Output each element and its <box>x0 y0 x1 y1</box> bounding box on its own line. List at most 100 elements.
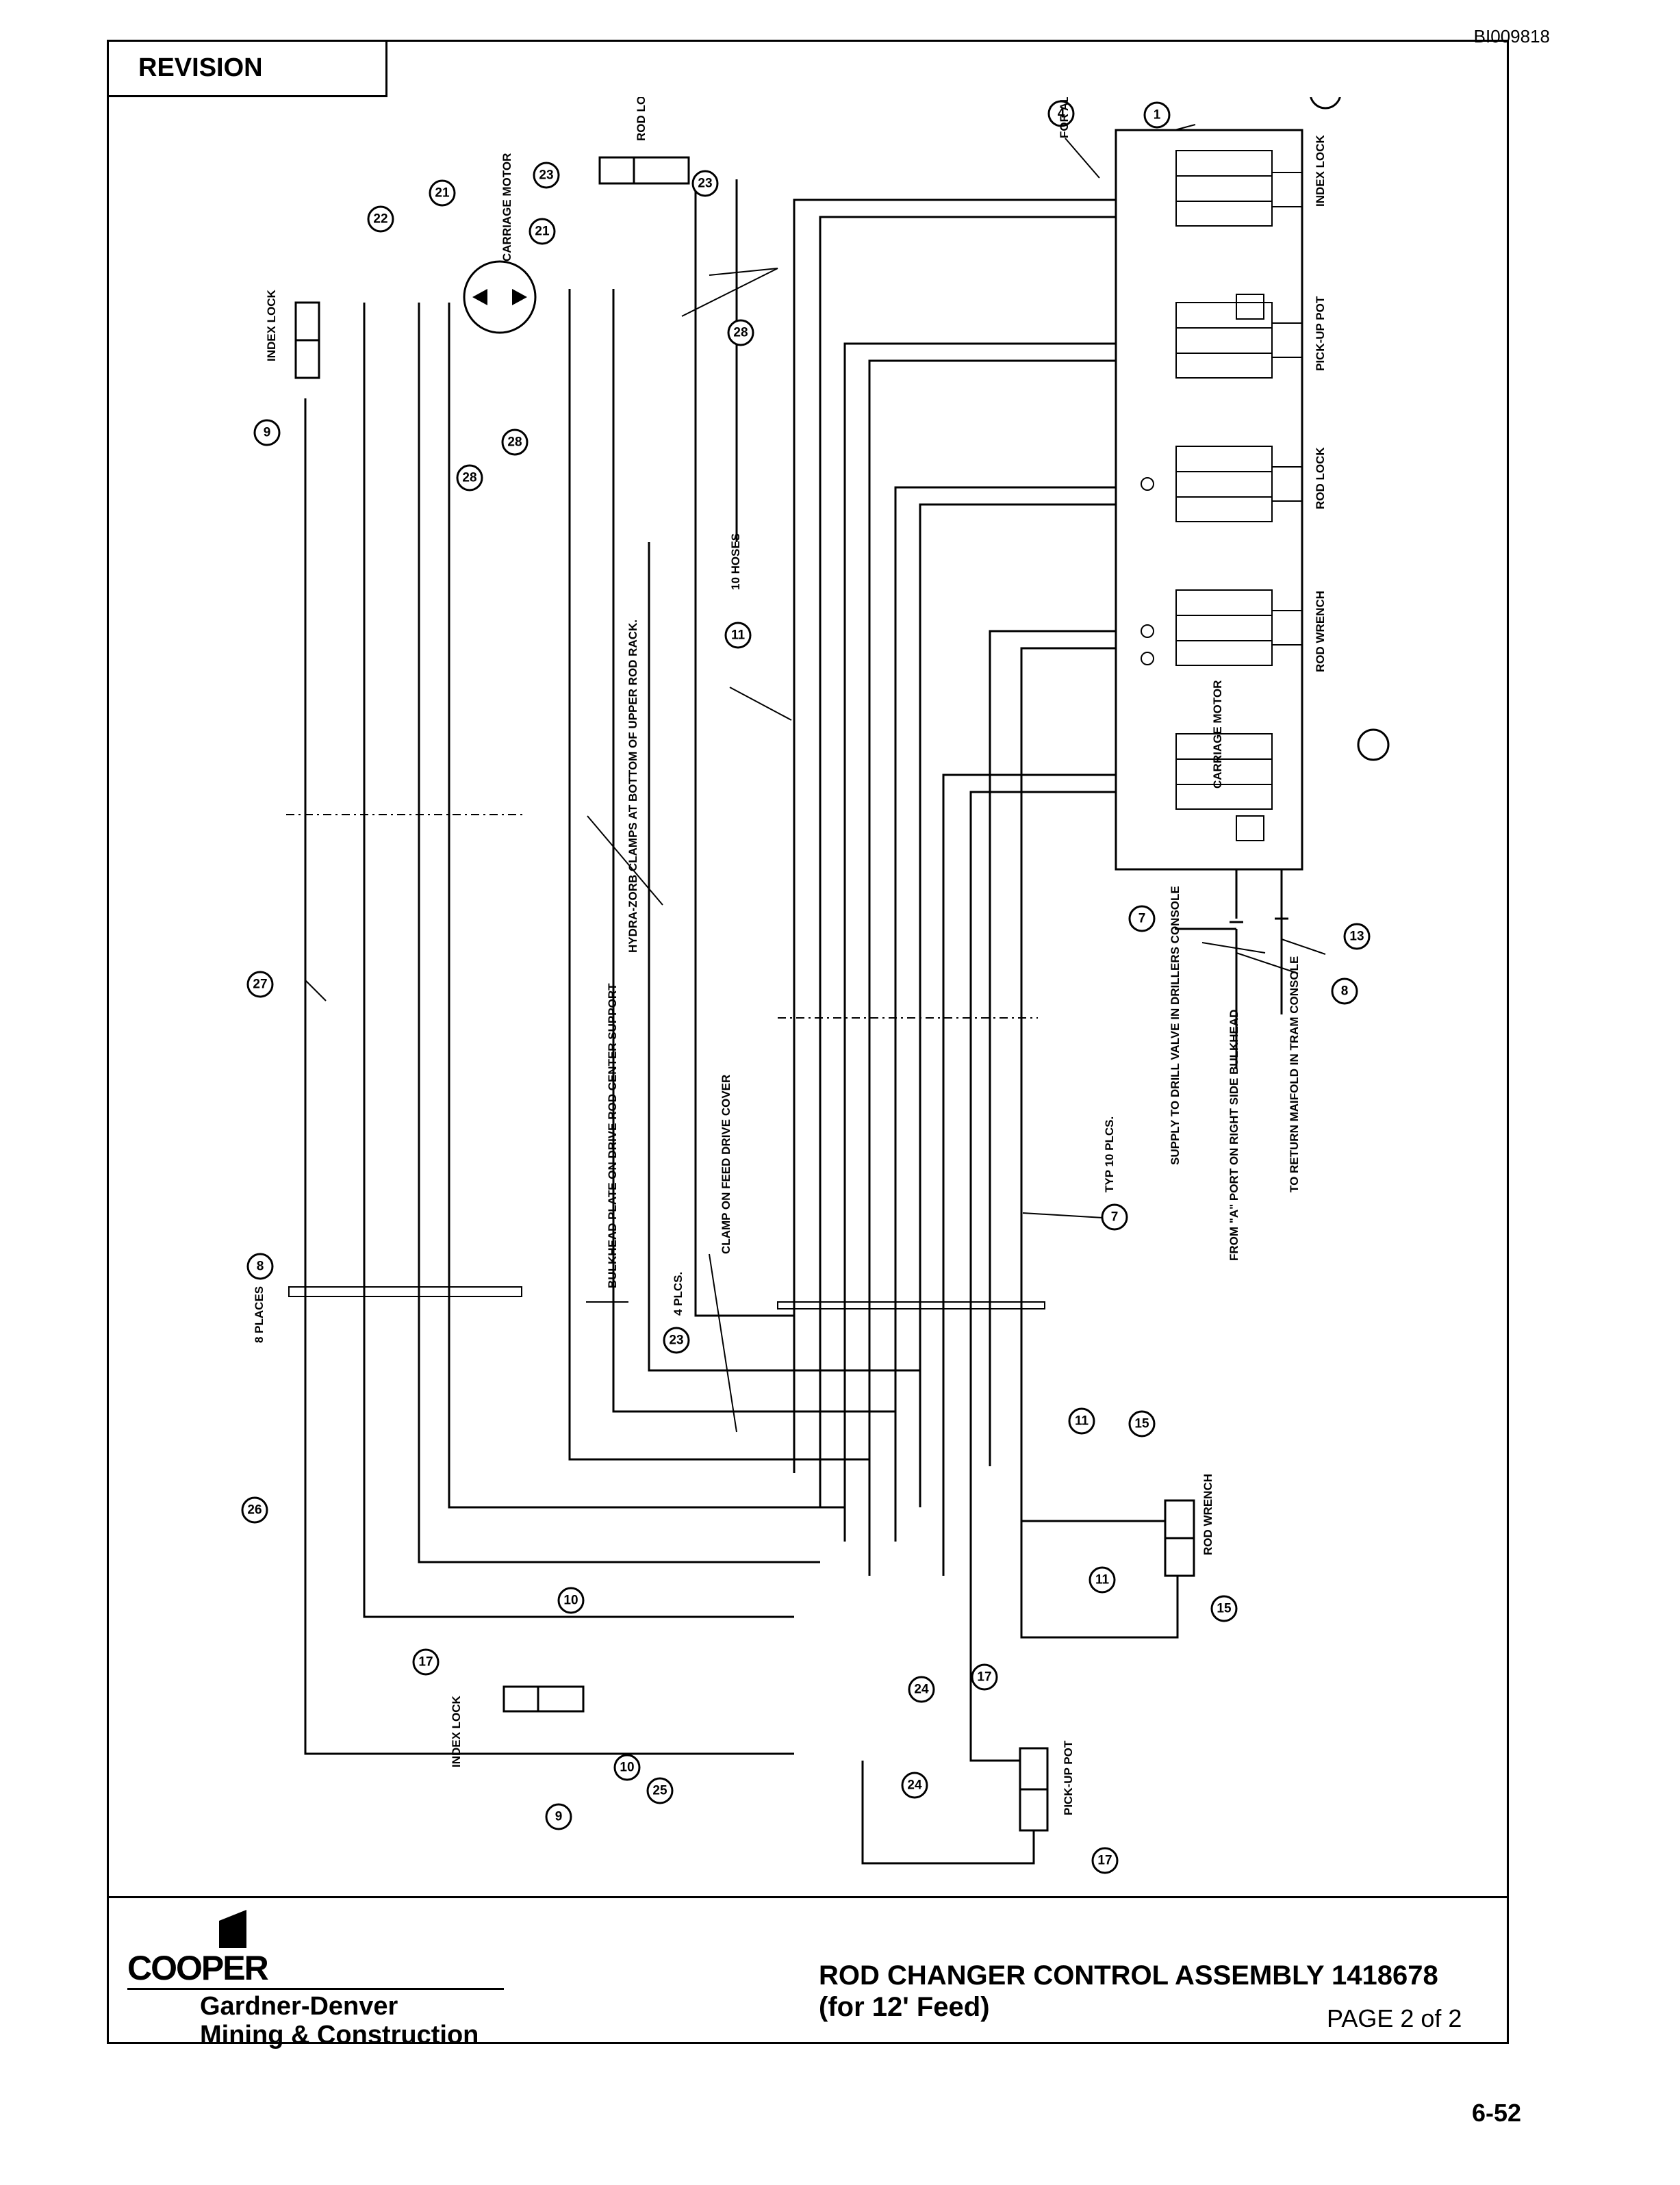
svg-text:8: 8 <box>1341 984 1349 999</box>
rod-wrench-cylinder <box>1020 1499 1195 1639</box>
svg-text:8: 8 <box>257 1260 264 1274</box>
svg-text:ROD WRENCH: ROD WRENCH <box>1201 1474 1214 1555</box>
cooper-brand: COOPER <box>127 1949 269 1987</box>
document-id: BI009818 <box>1473 26 1550 47</box>
svg-text:9: 9 <box>555 1810 563 1824</box>
svg-text:10 HOSES: 10 HOSES <box>729 533 742 590</box>
svg-text:ROD WRENCH: ROD WRENCH <box>1314 591 1327 672</box>
svg-text:CLAMP ON FEED DRIVE COVER: CLAMP ON FEED DRIVE COVER <box>720 1075 733 1254</box>
svg-text:ROD LOCK: ROD LOCK <box>1314 447 1327 509</box>
svg-text:7: 7 <box>1138 912 1146 926</box>
callout-23: 24 <box>908 1676 935 1703</box>
svg-text:25: 25 <box>652 1784 667 1798</box>
company-name: Gardner-Denver <box>200 1992 398 2021</box>
callout-18d: 17 <box>1091 1847 1119 1874</box>
callout-18c: 17 <box>971 1663 998 1691</box>
drawing-frame <box>107 40 1509 2044</box>
svg-text:28: 28 <box>507 435 522 450</box>
valve-section-rod-wrench <box>1141 589 1302 666</box>
callout-15a: 15 <box>1128 1410 1156 1438</box>
callout-10b: 10 <box>613 1754 641 1781</box>
drawing-subtitle: (for 12' Feed) <box>819 1992 990 2022</box>
callout-18b: 17 <box>412 1648 440 1676</box>
revision-box: REVISION <box>107 40 387 97</box>
valve-section-rod-lock <box>1141 446 1302 522</box>
callout-8a: 8 <box>1331 978 1358 1005</box>
rod-lock-cylinder <box>598 156 690 185</box>
hydraulic-schematic: 1 4 21 21 22 23 23 9 28 28 28 11 7 13 8 … <box>241 97 1390 1874</box>
callout-12a <box>1357 728 1390 761</box>
callout-12b: 13 <box>1343 923 1371 950</box>
svg-text:23: 23 <box>539 168 553 183</box>
callout-27a: 28 <box>456 464 483 491</box>
svg-text:15: 15 <box>1217 1602 1232 1616</box>
svg-text:HYDRA-ZORB CLAMPS AT BOTTOM OF: HYDRA-ZORB CLAMPS AT BOTTOM OF UPPER ROD… <box>626 619 639 953</box>
svg-text:8 PLACES: 8 PLACES <box>253 1286 266 1343</box>
svg-text:11: 11 <box>1075 1414 1089 1429</box>
pickup-pot-cylinder <box>861 1535 1049 1865</box>
svg-text:21: 21 <box>535 225 550 239</box>
callout-20: 23 <box>533 162 560 189</box>
svg-text:10: 10 <box>620 1761 634 1775</box>
callout-21: 23 <box>663 1327 690 1354</box>
page-number: 6-52 <box>1472 2099 1522 2127</box>
callout-7a: 7 <box>1128 905 1156 932</box>
drawing-title: ROD CHANGER CONTROL ASSEMBLY 1418678 <box>819 1960 1438 1991</box>
svg-text:PICK-UP POT: PICK-UP POT <box>1062 1740 1075 1815</box>
callout-10a: 10 <box>557 1587 585 1614</box>
index-lock-cylinder-bottom <box>502 1685 585 1713</box>
svg-text:CARRIAGE MOTOR: CARRIAGE MOTOR <box>1211 680 1224 789</box>
svg-text:TO RETURN MAIFOLD IN TRAM CONS: TO RETURN MAIFOLD IN TRAM CONSOLE <box>1288 956 1301 1192</box>
callout-11c: 11 <box>1089 1566 1116 1594</box>
page-indicator: PAGE 2 of 2 <box>1327 2004 1462 2032</box>
svg-text:27: 27 <box>253 978 267 992</box>
svg-text:13: 13 <box>1349 930 1364 944</box>
svg-text:10: 10 <box>563 1594 578 1608</box>
svg-text:21: 21 <box>435 186 450 201</box>
callout-7b: 7 <box>1101 1203 1128 1231</box>
callout-8b: 8 <box>246 1253 274 1280</box>
callout-22: 24 <box>901 1772 928 1799</box>
callout-18a: 22 <box>367 205 394 233</box>
svg-text:4 PLCS.: 4 PLCS. <box>672 1272 685 1316</box>
svg-text:17: 17 <box>977 1670 991 1685</box>
svg-text:FROM "A" PORT ON RIGHT SIDE BU: FROM "A" PORT ON RIGHT SIDE BULKHEAD <box>1227 1010 1240 1261</box>
svg-text:28: 28 <box>733 326 748 340</box>
svg-text:23: 23 <box>669 1333 683 1348</box>
svg-text:INDEX LOCK: INDEX LOCK <box>1314 134 1327 207</box>
company-rule <box>127 1988 504 1990</box>
svg-text:24: 24 <box>907 1778 922 1793</box>
hose-bundle <box>793 199 1116 1576</box>
callout-28: 28 <box>727 319 754 346</box>
svg-text:26: 26 <box>247 1503 262 1518</box>
svg-text:17: 17 <box>1097 1854 1112 1868</box>
cooper-logo-mark <box>219 1910 246 1948</box>
svg-text:28: 28 <box>462 471 476 485</box>
callout-26: 27 <box>246 971 274 998</box>
index-lock-cylinder-top <box>294 301 320 379</box>
valve-section-carriage-motor <box>1175 733 1273 841</box>
valve-section-pickup-pot <box>1175 294 1302 379</box>
svg-text:9: 9 <box>264 426 271 440</box>
svg-text:BULKHEAD PLATE ON DRIVE ROD CE: BULKHEAD PLATE ON DRIVE ROD CENTER SUPPO… <box>606 983 619 1288</box>
svg-text:4: 4 <box>1058 107 1065 121</box>
svg-text:ROD LOCK: ROD LOCK <box>635 97 648 141</box>
callout-25: 26 <box>241 1496 268 1524</box>
svg-text:24: 24 <box>914 1683 929 1697</box>
svg-text:1: 1 <box>1154 108 1161 123</box>
svg-text:11: 11 <box>731 628 746 643</box>
svg-text:15: 15 <box>1134 1417 1149 1431</box>
callout-11a: 11 <box>724 622 752 649</box>
svg-text:INDEX LOCK: INDEX LOCK <box>450 1695 463 1767</box>
svg-text:SUPPLY TO DRILL VALVE IN DRILL: SUPPLY TO DRILL VALVE IN DRILLERS CONSOL… <box>1169 886 1182 1165</box>
callout-1: 1 <box>1143 101 1171 129</box>
svg-text:CARRIAGE MOTOR: CARRIAGE MOTOR <box>500 153 513 261</box>
callout-13a <box>1310 97 1341 110</box>
callout-17a: 21 <box>429 179 456 207</box>
callout-bubbles: 1 4 21 21 22 23 23 9 28 28 28 11 7 13 8 … <box>241 97 1390 1874</box>
feed-drive-clamp <box>777 1301 1045 1309</box>
callout-24: 25 <box>646 1777 674 1804</box>
left-hoses <box>304 179 920 1755</box>
rotated-labels: INDEX LOCK CARRIAGE MOTOR ROD LOCK FOR A… <box>253 97 1327 1815</box>
svg-text:22: 22 <box>373 212 387 227</box>
